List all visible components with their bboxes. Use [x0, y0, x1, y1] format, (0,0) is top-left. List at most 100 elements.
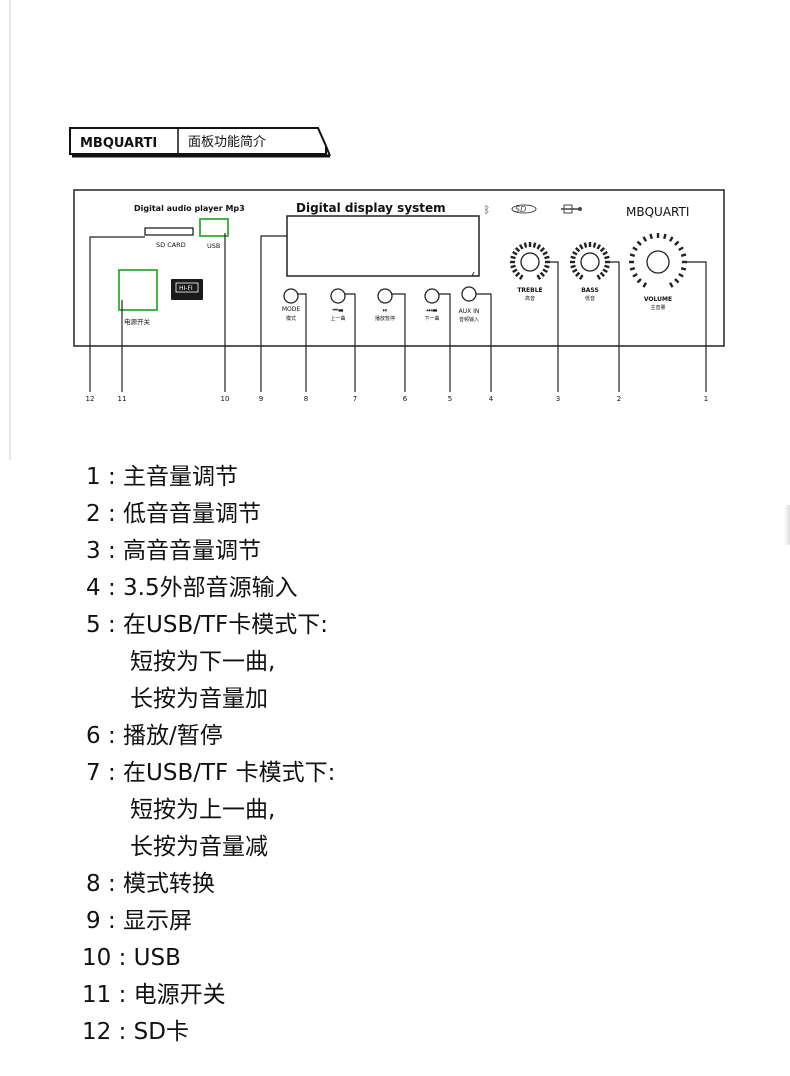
legend-text: 在USB/TF 卡模式下: [123, 760, 336, 786]
legend-number: 7 [86, 760, 101, 786]
usb-port[interactable] [199, 218, 229, 237]
legend-text: 3.5外部音源输入 [123, 575, 298, 601]
legend-item-11: 11 : 电源开关 [82, 980, 226, 1010]
play-button-sub: 播放暂停 [375, 315, 395, 322]
power-switch[interactable] [118, 269, 158, 311]
legend-number: 5 [86, 612, 101, 638]
callout-12: 12 [86, 236, 145, 403]
panel-outline [73, 189, 725, 347]
legend-number: 2 [86, 501, 101, 527]
callout-number: 6 [403, 395, 408, 403]
legend-number: 6 [86, 723, 101, 749]
play-pause-icon: ⏯ [383, 307, 388, 314]
usb-icon [561, 204, 582, 214]
legend-text: 在USB/TF卡模式下: [123, 612, 329, 638]
legend-number: 1 [86, 464, 101, 490]
callout-number: 10 [221, 395, 230, 403]
legend-subline: 短按为上一曲, [130, 797, 276, 823]
page-edge-shadow [784, 505, 790, 545]
legend-item-6: 6 : 播放/暂停 [86, 721, 223, 751]
panel-brand: MBQUARTI [626, 205, 689, 219]
callout-number: 9 [259, 395, 263, 403]
legend-colon: : [111, 945, 134, 971]
bass-knob-sub: 低音 [585, 295, 595, 302]
legend-item-1: 1 : 主音量调节 [86, 462, 238, 492]
header-title: 面板功能简介 [188, 134, 266, 150]
usb-port-label: USB [207, 242, 220, 250]
callout-4: 4 [476, 293, 494, 403]
legend-number: 3 [86, 538, 101, 564]
next-button-sub: 下一曲 [424, 315, 439, 322]
prev-button-sub: 上一曲 [330, 315, 345, 322]
legend-colon: : [100, 538, 124, 564]
callout-number: 5 [448, 395, 452, 403]
next-button[interactable]: ⏭▬下一曲 [424, 288, 440, 322]
legend-colon: : [100, 464, 124, 490]
legend-colon: : [111, 982, 134, 1008]
legend-number: 9 [86, 908, 101, 934]
legend-number: 12 [82, 1019, 112, 1045]
callout-11: 11 [118, 300, 127, 403]
mode-button-label: MODE [282, 306, 301, 313]
legend-number: 11 [82, 982, 112, 1008]
callout-3: 3 [548, 261, 560, 403]
callout-5: 5 [439, 293, 452, 403]
legend-text: SD卡 [133, 1019, 189, 1045]
legend-item-7: 7 : 在USB/TF 卡模式下: [86, 758, 335, 788]
legend-text: 显示屏 [123, 908, 193, 934]
legend-subline: 短按为下一曲, [130, 649, 276, 675]
legend-colon: : [100, 575, 124, 601]
callout-8: 8 [298, 293, 308, 403]
legend-subline: 长按为音量加 [130, 686, 268, 712]
hifi-badge: HI-FI [171, 279, 203, 300]
callout-9: 9 [259, 235, 287, 403]
left-section-title: Digital audio player Mp3 [134, 204, 245, 213]
legend-number: 8 [86, 871, 101, 897]
legend-text: 主音量调节 [123, 464, 239, 490]
legend-item-8: 8 : 模式转换 [86, 869, 215, 899]
legend-colon: : [100, 908, 124, 934]
legend-colon: : [100, 723, 124, 749]
legend-colon: : [100, 760, 124, 786]
prev-button[interactable]: ⏮▬上一曲 [330, 288, 346, 322]
legend-colon: : [111, 1019, 134, 1045]
legend-colon: : [100, 501, 124, 527]
sd-card-slot[interactable] [144, 227, 194, 236]
bluetooth-icon: ᛒ [484, 205, 490, 216]
callout-6: 6 [392, 293, 408, 403]
legend-text: USB [133, 945, 181, 971]
header-brand: MBQUARTI [80, 136, 157, 151]
legend-colon: : [100, 612, 124, 638]
legend-text: 模式转换 [123, 871, 216, 897]
aux-in-label: AUX IN [459, 308, 480, 315]
hifi-badge-text: HI-FI [179, 285, 193, 292]
callout-number: 7 [353, 395, 357, 403]
legend-text: 播放/暂停 [123, 723, 223, 749]
legend-item-2: 2 : 低音音量调节 [86, 499, 261, 529]
callout-number: 8 [304, 395, 308, 403]
volume-knob-sub: 主音量 [650, 304, 665, 311]
callout-number: 11 [118, 395, 127, 403]
treble-knob-label: TREBLE [517, 287, 542, 294]
legend-item-5: 5 : 在USB/TF卡模式下: [86, 610, 328, 640]
legend-item-4: 4 : 3.5外部音源输入 [86, 573, 298, 603]
panel-diagram: MBQUARTI 面板功能简介 Digital audio player Mp3… [9, 0, 725, 460]
callout-2: 2 [608, 261, 621, 403]
sd-card-label: SD CARD [156, 241, 186, 249]
callout-1: 1 [685, 261, 708, 403]
legend-text: 电源开关 [133, 982, 226, 1008]
legend-item-3: 3 : 高音音量调节 [86, 536, 261, 566]
play-button[interactable]: ⏯播放暂停 [375, 288, 395, 322]
legend-item-9: 9 : 显示屏 [86, 906, 192, 936]
svg-text:SD: SD [515, 205, 526, 214]
legend-text: 低音音量调节 [123, 501, 262, 527]
legend-item-12: 12 : SD卡 [82, 1017, 189, 1047]
legend-item-10: 10 : USB [82, 943, 181, 973]
callout-number: 2 [617, 395, 621, 403]
